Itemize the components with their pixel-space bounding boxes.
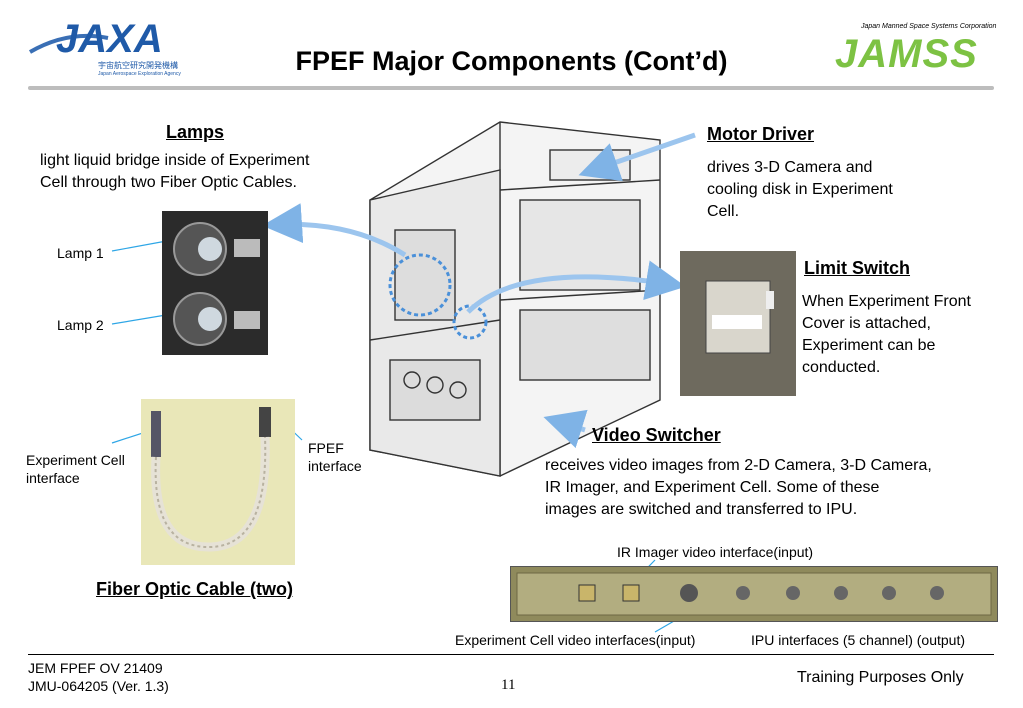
motor-driver-line3: Cell.: [707, 203, 740, 220]
lamps-desc-line1: light liquid bridge inside of Experiment: [40, 152, 310, 169]
lamp1-label: Lamp 1: [57, 245, 104, 261]
motor-driver-heading: Motor Driver: [707, 124, 815, 144]
jamss-caption: Japan Manned Space Systems Corporation: [861, 23, 997, 30]
jaxa-logo: JAXA 宇宙航空研究開発機構 Japan Aerospace Explorat…: [28, 8, 181, 82]
jaxa-logo-mark: JAXA: [28, 17, 163, 58]
lamps-heading: Lamps: [166, 122, 225, 142]
video-switcher-description: receives video images from 2-D Camera, 3…: [545, 455, 932, 521]
header-divider: [28, 86, 994, 90]
video-switcher-heading: Video Switcher: [592, 425, 721, 445]
limit-switch-line2: Cover is attached,: [802, 315, 931, 332]
video-switcher-line1: receives video images from 2-D Camera, 3…: [545, 457, 932, 474]
fiber-fpef-line1: FPEF: [308, 440, 344, 456]
interface-panel-art: [516, 572, 992, 616]
motor-driver-line1: drives 3-D Camera and: [707, 159, 873, 176]
fiber-exp-cell-label: Experiment Cell interface: [26, 451, 125, 487]
footer-doc-line1: JEM FPEF OV 21409: [28, 660, 163, 676]
fiber-cable-photo-art: [151, 407, 271, 552]
limit-switch-line1: When Experiment Front: [802, 293, 971, 310]
jaxa-subtitle-jp: 宇宙航空研究開発機構: [98, 61, 178, 70]
motor-driver-description: drives 3-D Camera and cooling disk in Ex…: [707, 157, 893, 223]
footer-doc-id: JEM FPEF OV 21409 JMU-064205 (Ver. 1.3): [28, 659, 169, 695]
ir-imager-label: IR Imager video interface(input): [617, 544, 814, 560]
footer-doc-line2: JMU-064205 (Ver. 1.3): [28, 678, 169, 694]
jaxa-subtitle-en: Japan Aerospace Exploration Agency: [98, 71, 181, 77]
fiber-cable-photo: [141, 399, 295, 565]
limit-switch-line3: Experiment can be: [802, 337, 936, 354]
page-title: FPEF Major Components (Cont’d): [295, 46, 728, 76]
limit-switch-photo-art: [705, 280, 774, 354]
exp-cell-video-label: Experiment Cell video interfaces(input): [455, 632, 696, 648]
fiber-exp-line1: Experiment Cell: [26, 452, 125, 468]
svg-text:JAXA: JAXA: [56, 17, 163, 58]
limit-switch-description: When Experiment Front Cover is attached,…: [802, 291, 971, 379]
jamss-wordmark: JAMSS: [835, 32, 978, 76]
motor-driver-line2: cooling disk in Experiment: [707, 181, 893, 198]
fpef-equipment-drawing: [369, 121, 661, 477]
lamps-desc-line2: Cell through two Fiber Optic Cables.: [40, 174, 297, 191]
page-number: 11: [501, 677, 516, 693]
lamps-photo: [162, 211, 268, 355]
video-switcher-line3: images are switched and transferred to I…: [545, 501, 858, 518]
lamps-description: light liquid bridge inside of Experiment…: [40, 150, 309, 194]
video-switcher-line2: IR Imager, and Experiment Cell. Some of …: [545, 479, 880, 496]
lamp2-label: Lamp 2: [57, 317, 104, 333]
fiber-exp-line2: interface: [26, 470, 80, 486]
lamps-photo-art: [173, 222, 260, 346]
footer-training-note: Training Purposes Only: [797, 669, 964, 686]
interface-panel-photo: [510, 566, 998, 622]
limit-switch-photo: [680, 251, 796, 396]
footer-divider: [28, 654, 994, 655]
limit-switch-heading: Limit Switch: [804, 258, 911, 278]
fiber-heading: Fiber Optic Cable (two): [96, 579, 294, 599]
jamss-logo: Japan Manned Space Systems Corporation J…: [835, 20, 1000, 76]
fiber-fpef-label: FPEF interface: [308, 439, 362, 475]
ipu-interfaces-label: IPU interfaces (5 channel) (output): [751, 632, 965, 648]
fiber-fpef-line2: interface: [308, 458, 362, 474]
limit-switch-line4: conducted.: [802, 359, 881, 376]
